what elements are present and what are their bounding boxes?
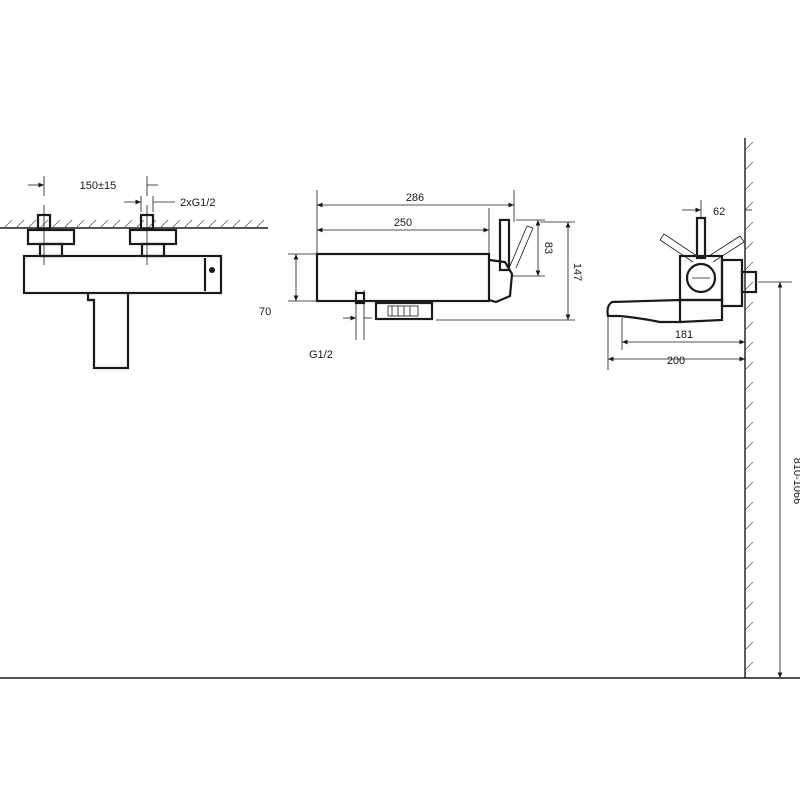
body-length-dimension: 250 xyxy=(317,217,489,233)
side-lever xyxy=(498,218,511,272)
wall-hatch xyxy=(3,219,265,229)
cartridge-dial xyxy=(685,262,717,294)
top-lever xyxy=(695,216,707,260)
wall-connector xyxy=(740,270,758,294)
top-view: 62 181 200 810-1066 xyxy=(606,138,800,679)
handle-height-dimension: 83 xyxy=(512,219,554,277)
total-length-label: 286 xyxy=(406,192,424,204)
spacing-dimension: 150±15 xyxy=(28,176,158,196)
connection-label: 2xG1/2 xyxy=(180,197,215,209)
top-spout xyxy=(606,298,682,324)
handle-height-label: 83 xyxy=(542,242,554,254)
total-length-dimension: 286 xyxy=(317,192,514,208)
height-label: 70 xyxy=(259,306,271,318)
total-height-label: 147 xyxy=(571,263,583,281)
total-depth-label: 200 xyxy=(667,355,685,367)
wall-flange xyxy=(720,258,744,308)
outlet-dimension: G1/2 xyxy=(309,290,372,361)
height-dimension: 70 xyxy=(259,253,317,318)
side-body xyxy=(315,252,491,303)
side-outlet xyxy=(374,301,434,321)
indicator-dot xyxy=(209,267,215,273)
side-cartridge xyxy=(488,258,514,304)
spacing-label: 150±15 xyxy=(80,180,117,192)
spout-reach-label: 181 xyxy=(675,329,693,341)
connection-dimension: 2xG1/2 xyxy=(124,196,215,212)
side-lever-ghost xyxy=(509,225,534,269)
total-height-dimension: 147 xyxy=(436,221,583,321)
mount-height-label: 810-1066 xyxy=(791,458,800,505)
spout-reach-dimension: 181 xyxy=(621,318,745,350)
offset-label: 62 xyxy=(713,206,725,218)
offset-dimension: 62 xyxy=(682,200,752,218)
top-lever-ghost-right xyxy=(708,235,745,263)
total-depth-dimension: 200 xyxy=(607,316,745,370)
spout xyxy=(86,294,130,370)
mount-height-dimension: 810-1066 xyxy=(758,281,800,679)
top-lever-ghost-left xyxy=(659,233,698,263)
side-view: 286 250 70 83 147 xyxy=(259,190,583,361)
wall-vertical-hatch xyxy=(744,141,754,671)
front-view: 150±15 2xG1/2 xyxy=(0,176,268,370)
body-length-label: 250 xyxy=(394,217,412,229)
outlet-label: G1/2 xyxy=(309,349,333,361)
mixer-body xyxy=(22,254,223,295)
